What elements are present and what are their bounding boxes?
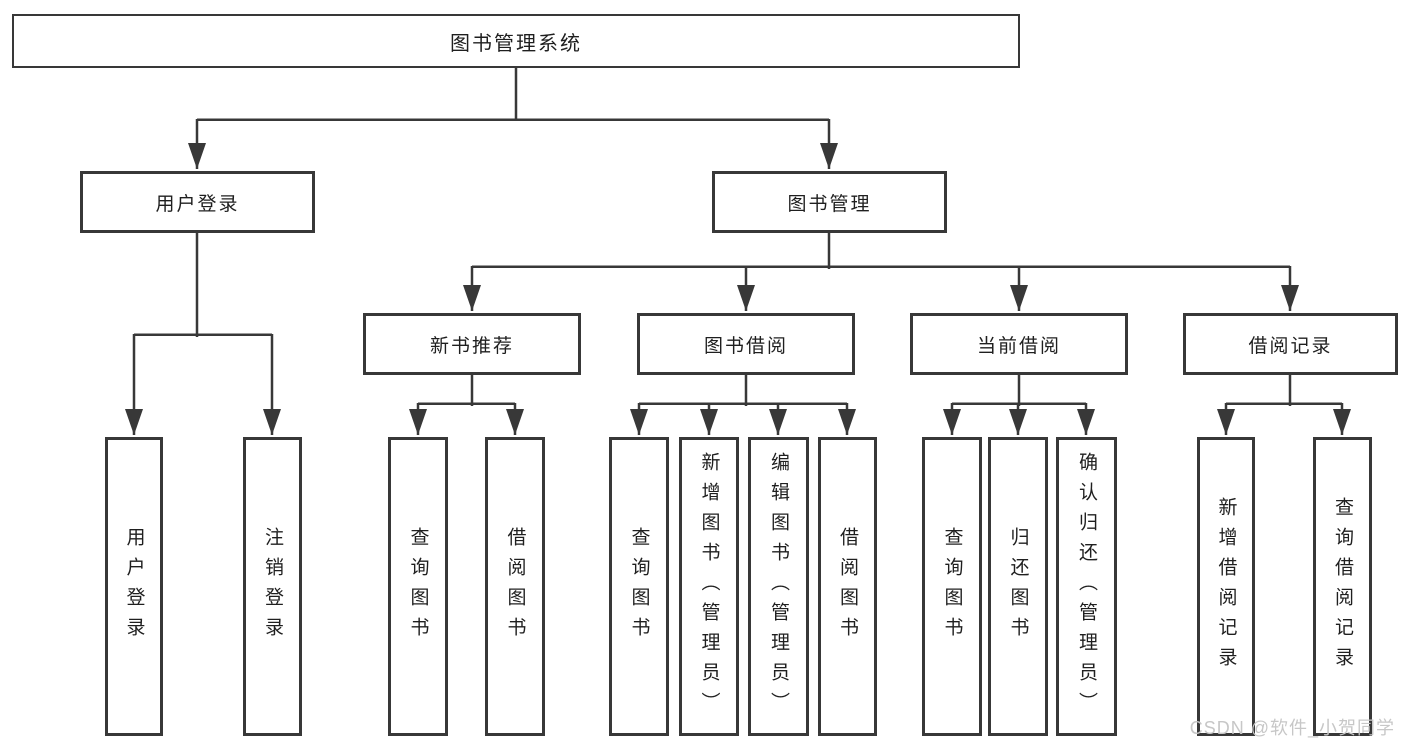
leaf-add-book-admin-label: 新增图书（管理员） xyxy=(698,451,720,722)
leaf-add-borrow-record-label: 新增借阅记录 xyxy=(1215,496,1237,677)
leaf-user-login-label: 用户登录 xyxy=(123,526,145,647)
node-book-borrow: 图书借阅 xyxy=(637,313,855,375)
leaf-query-books-borrow-label: 查询图书 xyxy=(628,526,650,647)
leaf-borrow-books-recommend: 借阅图书 xyxy=(485,437,545,736)
leaf-query-borrow-record: 查询借阅记录 xyxy=(1313,437,1372,736)
node-book-management: 图书管理 xyxy=(712,171,947,233)
leaf-query-books-current: 查询图书 xyxy=(922,437,982,736)
leaf-borrow-books-recommend-label: 借阅图书 xyxy=(504,526,526,647)
leaf-logout-label: 注销登录 xyxy=(262,526,283,647)
node-current-borrow: 当前借阅 xyxy=(910,313,1128,375)
node-new-book-recommend: 新书推荐 xyxy=(363,313,581,375)
leaf-add-borrow-record: 新增借阅记录 xyxy=(1197,437,1255,736)
leaf-borrow-book-label: 借阅图书 xyxy=(837,526,858,647)
leaf-query-books-current-label: 查询图书 xyxy=(941,526,963,647)
csdn-watermark: CSDN @软件_小贺同学 xyxy=(1189,718,1395,738)
leaf-borrow-book: 借阅图书 xyxy=(818,437,877,736)
leaf-confirm-return-admin-label: 确认归还（管理员） xyxy=(1076,451,1097,722)
leaf-return-book-label: 归还图书 xyxy=(1007,526,1029,647)
leaf-return-book: 归还图书 xyxy=(988,437,1048,736)
leaf-edit-book-admin: 编辑图书（管理员） xyxy=(748,437,809,736)
leaf-logout: 注销登录 xyxy=(243,437,302,736)
leaf-query-books-borrow: 查询图书 xyxy=(609,437,669,736)
leaf-edit-book-admin-label: 编辑图书（管理员） xyxy=(768,451,789,722)
node-borrow-records: 借阅记录 xyxy=(1183,313,1398,375)
leaf-query-books-recommend-label: 查询图书 xyxy=(407,526,429,647)
node-root-library-system: 图书管理系统 xyxy=(12,14,1020,68)
leaf-confirm-return-admin: 确认归还（管理员） xyxy=(1056,437,1117,736)
node-user-login: 用户登录 xyxy=(80,171,315,233)
leaf-user-login: 用户登录 xyxy=(105,437,163,736)
leaf-query-books-recommend: 查询图书 xyxy=(388,437,448,736)
leaf-query-borrow-record-label: 查询借阅记录 xyxy=(1332,496,1353,677)
leaf-add-book-admin: 新增图书（管理员） xyxy=(679,437,739,736)
